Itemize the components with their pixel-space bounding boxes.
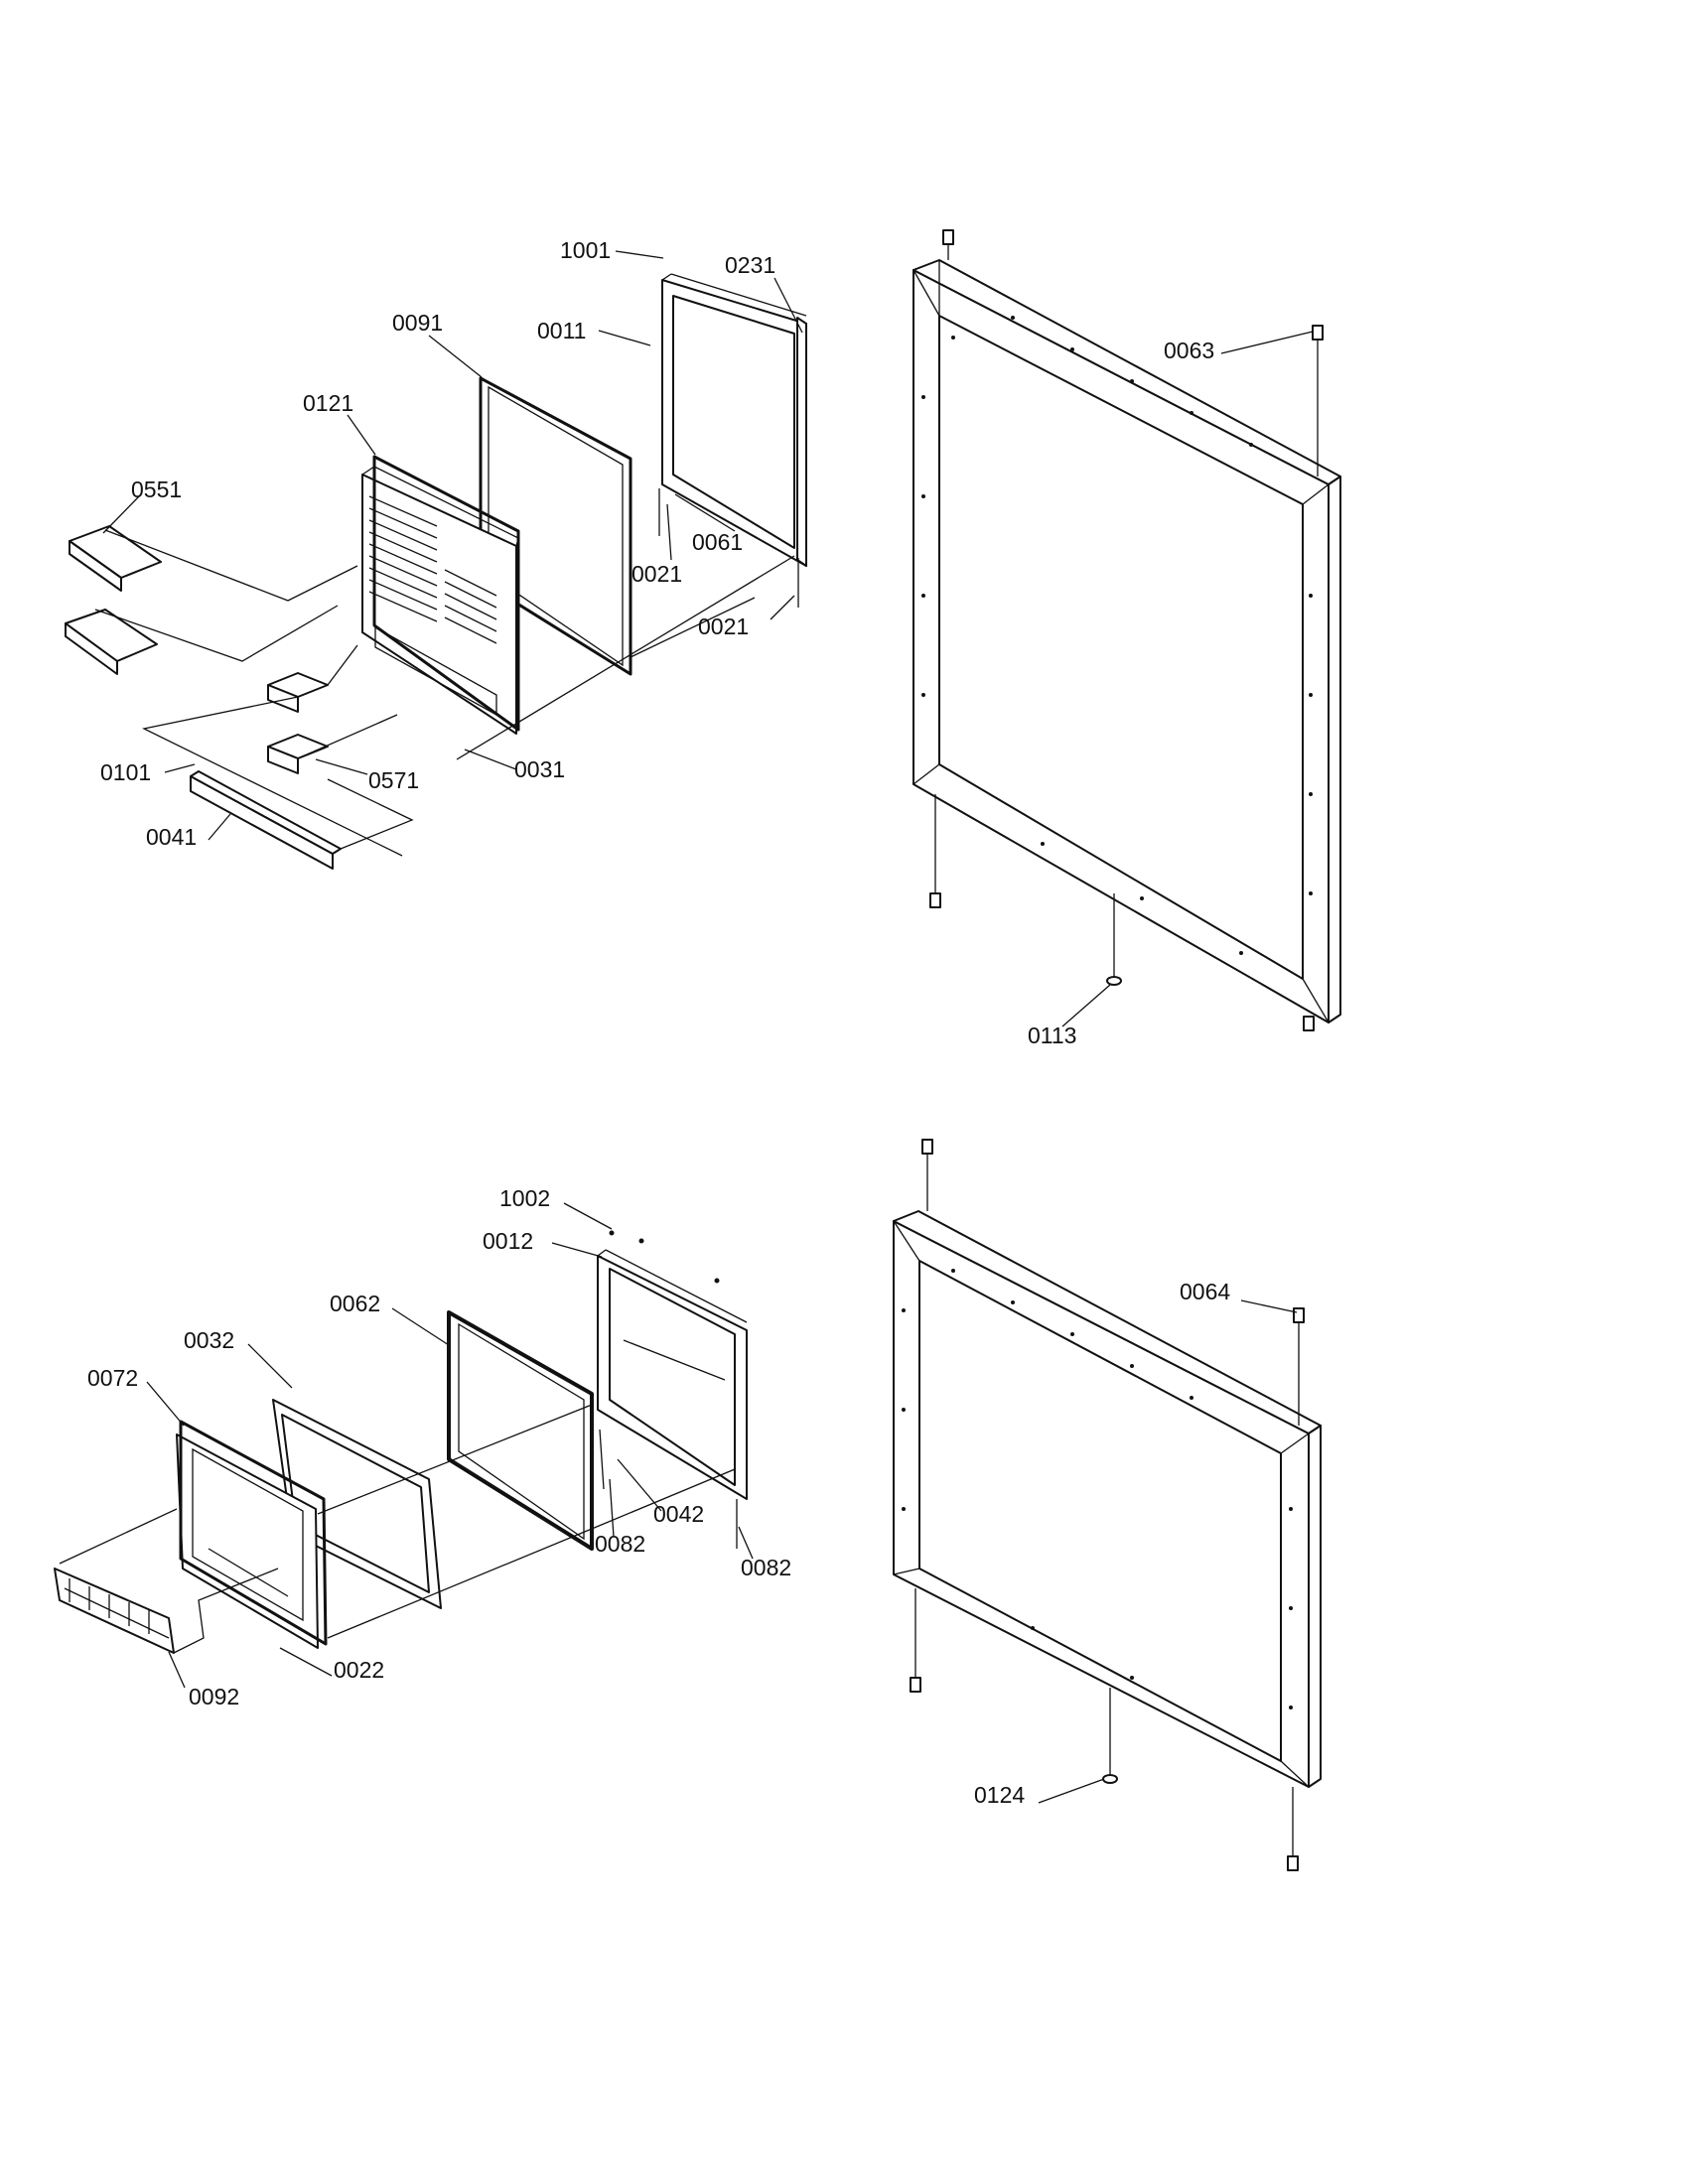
bottom-rail-upper <box>190 770 342 870</box>
upper-door-assembly <box>65 273 807 870</box>
callout-0551: 0551 <box>131 477 183 502</box>
callout-0124: 0124 <box>974 1782 1026 1808</box>
callout-0021-inner: 0021 <box>632 561 683 587</box>
callout-0032: 0032 <box>184 1327 235 1353</box>
callout-0121: 0121 <box>303 390 354 416</box>
callout-0031: 0031 <box>514 756 566 782</box>
callout-0231: 0231 <box>725 252 776 278</box>
callout-0101: 0101 <box>100 759 152 785</box>
callout-0021-outer: 0021 <box>698 614 750 639</box>
lower-door-assembly <box>54 1230 748 1654</box>
callout-0063: 0063 <box>1164 338 1215 363</box>
callout-0042: 0042 <box>653 1501 705 1527</box>
explosion-lines-lower-door <box>59 1339 738 1654</box>
callout-0011: 0011 <box>537 318 587 343</box>
callout-0091: 0091 <box>392 310 444 336</box>
wire-rack-lower <box>54 1568 175 1654</box>
callout-0072: 0072 <box>87 1365 139 1391</box>
frame-screw-holes-lower <box>902 1269 1293 1709</box>
callout-0571: 0571 <box>368 767 420 793</box>
leader-lines <box>102 250 1314 1804</box>
callout-0082-outer: 0082 <box>741 1555 792 1580</box>
frame-screws-lower <box>910 1139 1305 1871</box>
callout-0064: 0064 <box>1180 1279 1231 1304</box>
callout-0041: 0041 <box>146 824 198 850</box>
frame-screws-upper <box>929 229 1324 1031</box>
upper-cabinet-frame <box>912 229 1341 1031</box>
small-door-bins-upper <box>267 672 329 774</box>
door-gasket-lower <box>447 1310 594 1551</box>
callout-0082-inner: 0082 <box>595 1531 646 1557</box>
outer-door-panel-upper <box>661 273 807 567</box>
door-shelf-bins-upper <box>65 525 162 675</box>
door-screws-lower <box>609 1230 720 1284</box>
explosion-lines-upper-door <box>94 488 799 857</box>
inner-door-liner-upper <box>360 455 520 735</box>
outer-door-panel-lower <box>597 1249 748 1500</box>
callout-1002: 1002 <box>499 1185 551 1211</box>
liner-shelf-ribs <box>368 495 497 644</box>
callout-0022: 0022 <box>334 1657 385 1683</box>
lower-cabinet-frame <box>893 1139 1322 1871</box>
callout-0113: 0113 <box>1028 1023 1077 1048</box>
door-liner-lower <box>272 1399 442 1609</box>
frame-screw-holes-upper <box>921 316 1313 955</box>
callout-0012: 0012 <box>483 1228 534 1254</box>
callout-0062: 0062 <box>330 1291 381 1316</box>
callout-1001: 1001 <box>560 237 612 263</box>
callout-0092: 0092 <box>189 1684 240 1709</box>
callout-0061: 0061 <box>692 529 744 555</box>
inner-door-lower <box>176 1420 328 1649</box>
